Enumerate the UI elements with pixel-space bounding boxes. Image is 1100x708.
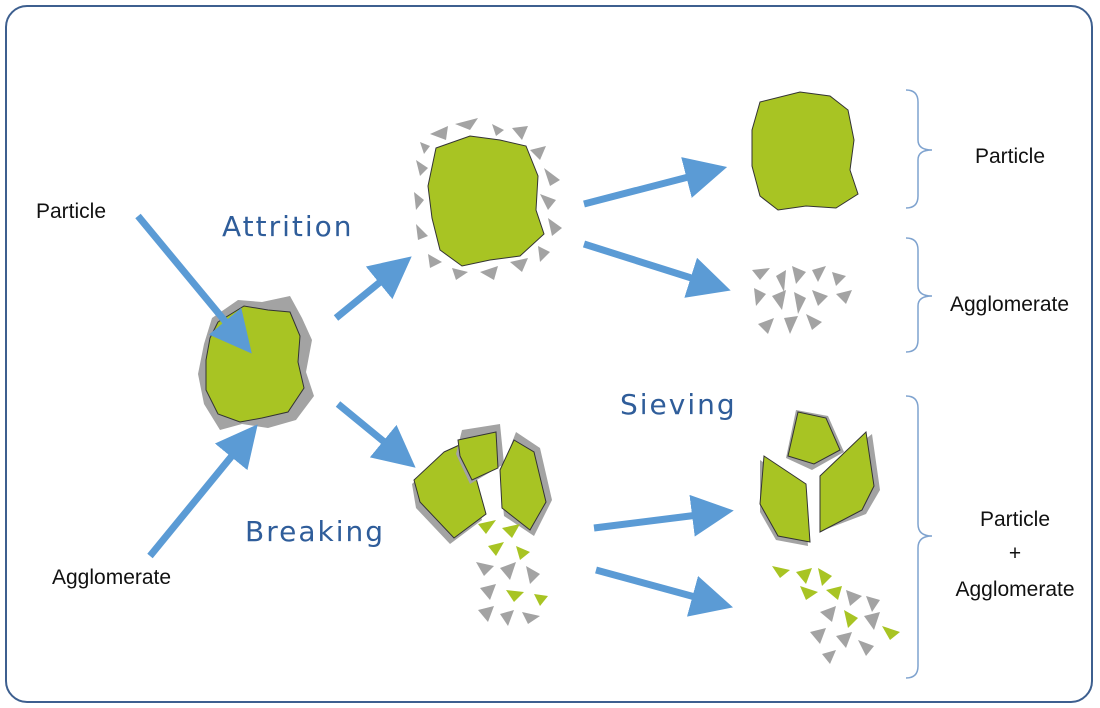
output-mixed-agglomerate-label: Agglomerate	[955, 578, 1074, 601]
input-agglomerate-label: Agglomerate	[52, 566, 171, 589]
attrition-to-particle-arrow	[584, 174, 700, 204]
particle-input-arrow	[138, 216, 234, 332]
input-particle-graphic	[198, 296, 314, 430]
output-mixed-particle-graphic	[760, 410, 880, 546]
output-agglomerate-graphic	[752, 266, 852, 334]
output-agglomerate-label: Agglomerate	[950, 293, 1069, 316]
breaking-result-graphic	[412, 424, 552, 626]
breaking-label: Breaking	[245, 515, 385, 548]
output-mixed-particle-label: Particle	[980, 508, 1050, 531]
agglomerate-bracket	[906, 238, 932, 352]
output-mixed-agglomerate-graphic	[772, 566, 900, 664]
breaking-arrow	[338, 404, 394, 450]
breaking-to-agglomerate-arrow	[596, 570, 706, 600]
breaking-to-particle-arrow	[594, 514, 706, 528]
output-mixed-plus-label: +	[1009, 542, 1021, 565]
mixed-bracket	[906, 396, 932, 678]
output-particle-label: Particle	[975, 145, 1045, 168]
attrition-label: Attrition	[222, 210, 354, 243]
input-particle-label: Particle	[36, 200, 106, 223]
particle-bracket	[906, 90, 932, 208]
sieving-label: Sieving	[620, 388, 737, 421]
attrition-arrow	[336, 274, 390, 318]
output-particle-graphic	[752, 92, 858, 210]
attrition-to-agglomerate-arrow	[584, 244, 704, 282]
agglomerate-input-arrow	[150, 446, 240, 556]
attrition-result-graphic	[414, 118, 562, 280]
